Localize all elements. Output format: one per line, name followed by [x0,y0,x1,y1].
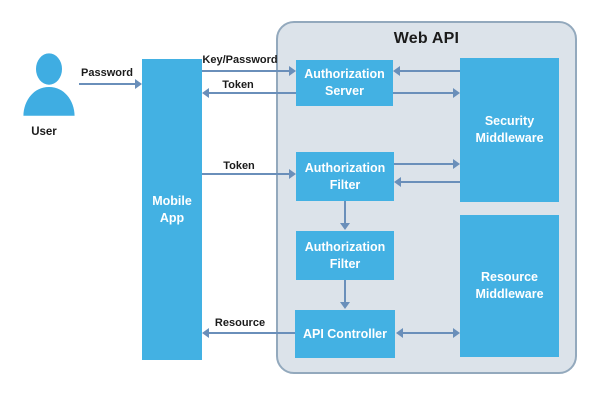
arrow-auth-server-to-security-middleware [393,88,460,98]
edge-label-token-to-auth-filter: Token [223,160,255,172]
user-label: User [31,126,57,138]
arrow-api-controller-resource-middleware-bidirectional [396,328,460,338]
node-resource-middleware: Resource Middleware [460,215,559,357]
edge-label-token-to-mobile-app: Token [222,79,254,91]
arrow-security-middleware-to-auth-filter [394,177,460,187]
node-authorization-filter-1: Authorization Filter [296,152,394,201]
arrow-resource-api-controller-to-mobile-app [202,328,295,338]
edge-label-password: Password [81,67,133,79]
arrow-auth-filter-1-to-auth-filter-2 [340,201,350,230]
node-authorization-server: Authorization Server [296,60,393,106]
arrow-password-user-to-mobile-app [79,79,142,89]
arrow-auth-filter-to-security-middleware [394,159,460,169]
node-security-middleware: Security Middleware [460,58,559,202]
arrow-auth-filter-2-to-api-controller [340,280,350,309]
arrow-key-password-mobile-app-to-auth-server [202,66,296,76]
node-api-controller: API Controller [295,310,395,358]
node-authorization-filter-2: Authorization Filter [296,231,394,280]
arrow-security-middleware-to-auth-server [393,66,460,76]
edge-label-resource: Resource [214,317,266,329]
user-icon [23,53,75,116]
arrow-token-auth-server-to-mobile-app [202,88,296,98]
edge-label-key-password: Key/Password [202,54,278,66]
arrow-token-mobile-app-to-auth-filter [202,169,296,179]
node-mobile-app: Mobile App [142,59,202,360]
web-api-title: Web API [393,30,460,47]
